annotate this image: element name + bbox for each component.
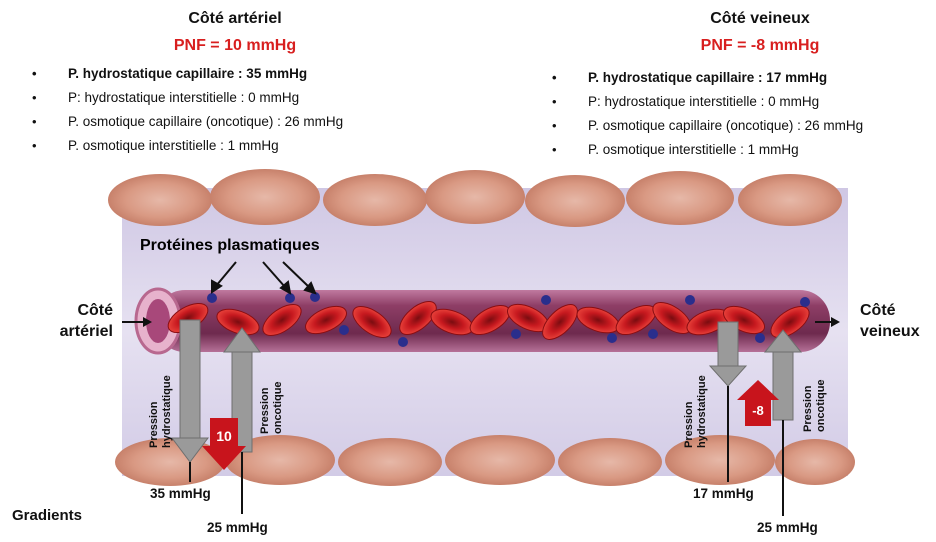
venous-hydro-label-2: hydrostatique <box>696 375 708 448</box>
arterial-hydro-value: 35 mmHg <box>150 486 211 501</box>
plasma-protein-dot <box>511 329 521 339</box>
right-side-line-1: Côté <box>860 300 936 321</box>
venous-hydro-label-1: Pression <box>683 401 695 448</box>
arterial-hydro-label-2: hydrostatique <box>161 375 173 448</box>
arterial-onco-label-1: Pression <box>259 387 271 434</box>
plasma-protein-dot <box>207 293 217 303</box>
venous-onco-label-1: Pression <box>802 385 814 432</box>
venous-onco-label-2: oncotique <box>815 379 827 432</box>
plasma-protein-dot <box>648 329 658 339</box>
left-side-label: Côté artériel <box>43 300 113 342</box>
arterial-hydro-label-1: Pression <box>148 401 160 448</box>
plasma-protein-dot <box>800 297 810 307</box>
plasma-protein-dot <box>398 337 408 347</box>
gradients-label: Gradients <box>12 507 82 524</box>
plasma-protein-dot <box>755 333 765 343</box>
venous-net-value: -8 <box>752 403 764 418</box>
left-side-line-2: artériel <box>43 321 113 342</box>
plasma-protein-dot <box>685 295 695 305</box>
arterial-net-value: 10 <box>216 428 232 444</box>
left-side-line-1: Côté <box>43 300 113 321</box>
arterial-onco-label-2: oncotique <box>272 381 284 434</box>
plasma-protein-dot <box>607 333 617 343</box>
plasma-protein-dot <box>285 293 295 303</box>
plasma-protein-dot <box>339 325 349 335</box>
arterial-onco-value: 25 mmHg <box>207 520 268 535</box>
plasma-protein-dot <box>541 295 551 305</box>
venous-hydro-value: 17 mmHg <box>693 486 754 501</box>
venous-onco-value: 25 mmHg <box>757 520 818 535</box>
right-side-label: Côté veineux <box>860 300 936 342</box>
proteins-label: Protéines plasmatiques <box>140 237 320 254</box>
right-side-line-2: veineux <box>860 321 936 342</box>
